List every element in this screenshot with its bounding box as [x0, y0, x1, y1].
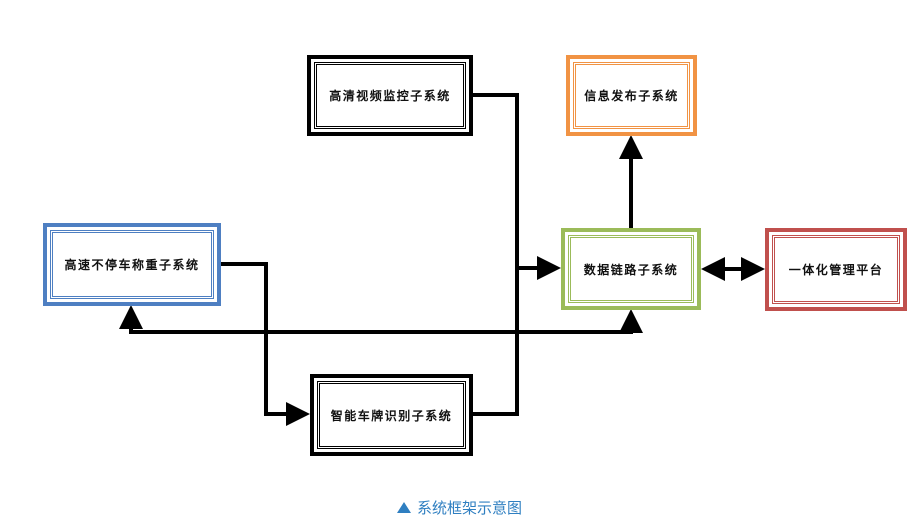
caption-text: 系统框架示意图 — [416, 499, 522, 517]
node-inner-border — [573, 62, 690, 129]
node-label: 高速不停车称重子系统 — [64, 258, 200, 272]
edge-weigh-to-plate-recognition — [221, 262, 310, 426]
node-inner-border — [568, 235, 694, 303]
node-label: 智能车牌识别子系统 — [330, 408, 453, 423]
figure-caption: 系统框架示意图 — [0, 497, 919, 518]
triangle-up-icon — [396, 502, 411, 513]
node-inner-border — [50, 230, 214, 299]
node-plate-recognition[interactable]: 智能车牌识别子系统 — [310, 374, 473, 456]
node-management-platform[interactable]: 一体化管理平台 — [765, 228, 907, 311]
edge-hd-video-to-data-link — [473, 93, 561, 280]
node-label: 高清视频监控子系统 — [329, 89, 451, 103]
node-data-link[interactable]: 数据链路子系统 — [561, 228, 701, 310]
node-hd-video-monitoring[interactable]: 高清视频监控子系统 — [307, 55, 473, 136]
node-info-publish[interactable]: 信息发布子系统 — [566, 55, 697, 136]
node-inner-border — [314, 62, 466, 129]
node-label: 一体化管理平台 — [788, 263, 884, 277]
node-inner-border — [317, 381, 466, 449]
node-weigh-in-motion[interactable]: 高速不停车称重子系统 — [43, 223, 221, 306]
node-inner-border — [772, 235, 900, 304]
node-label: 数据链路子系统 — [583, 262, 679, 277]
node-label: 信息发布子系统 — [584, 89, 679, 103]
edge-weigh-data-link-bus — [119, 305, 643, 334]
edge-plate-recognition-to-data-link — [473, 268, 519, 416]
